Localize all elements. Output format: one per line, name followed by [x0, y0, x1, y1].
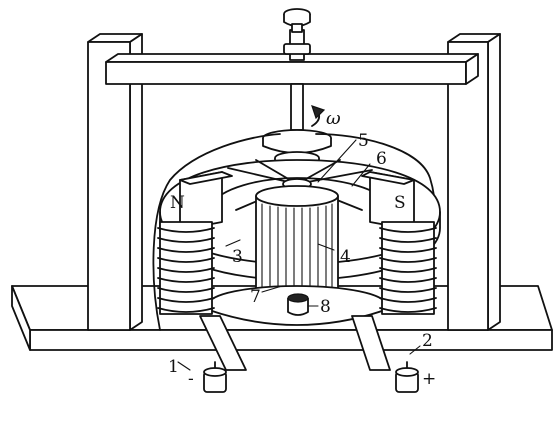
- label-4: 4: [340, 247, 351, 267]
- omega-label: ω: [326, 108, 341, 129]
- rotation-arrow: [311, 105, 326, 127]
- contact-cylinder: [287, 293, 309, 316]
- frame-left-post: [87, 33, 143, 331]
- label-8: 8: [320, 297, 331, 317]
- support-blocks: [199, 315, 391, 371]
- frame-right-post: [447, 33, 501, 331]
- negative-terminal-sign: -: [188, 369, 194, 389]
- label-5: 5: [358, 131, 369, 151]
- central-rotor: [255, 185, 339, 303]
- south-pole-label: S: [394, 193, 406, 213]
- pole-block-south: [361, 171, 415, 231]
- label-2: 2: [422, 331, 433, 351]
- terminal-negative: [203, 361, 227, 393]
- pole-block-north: [179, 171, 233, 231]
- north-pole-label: N: [170, 193, 185, 213]
- positive-terminal-sign: +: [422, 369, 436, 389]
- label-1: 1: [168, 357, 179, 377]
- terminal-positive: [395, 361, 419, 393]
- label-6: 6: [376, 149, 387, 169]
- label-7: 7: [250, 287, 261, 307]
- top-adjust-screw: [283, 8, 311, 61]
- left-coil: [157, 221, 215, 315]
- label-3: 3: [232, 247, 243, 267]
- right-coil: [379, 221, 437, 315]
- leader-lines: [177, 139, 421, 371]
